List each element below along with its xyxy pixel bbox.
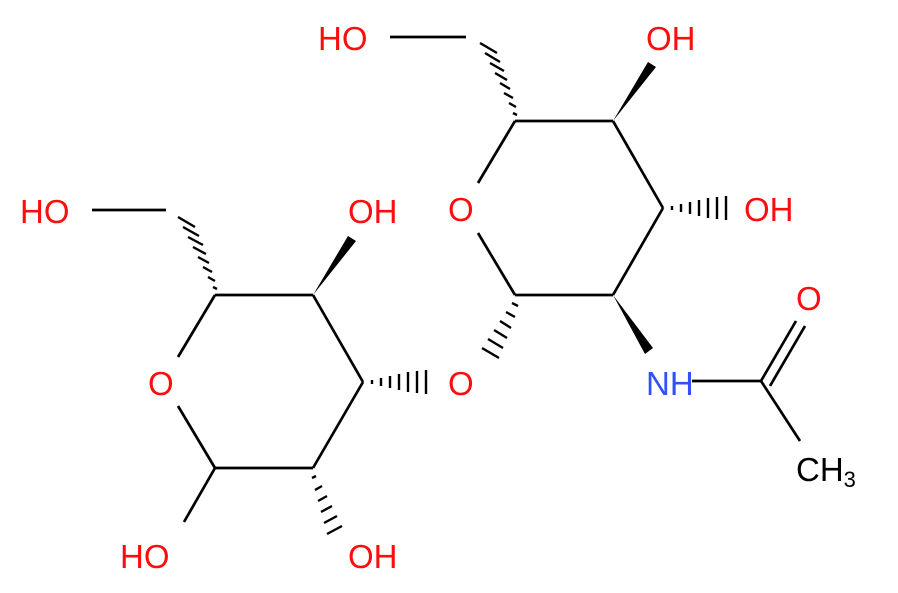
label-ho-anomeric: HO: [120, 538, 170, 575]
bond-ring-right-c4-c3: [611, 120, 665, 209]
label-oh-top-right-ring: OH: [646, 20, 696, 57]
label-ho-left-ring: HO: [20, 193, 70, 230]
hashed-bond-c1-glycosidic-o: [481, 301, 519, 360]
bond-ring-right-c3-c2: [611, 207, 665, 296]
bond-carbonyl-ch3: [759, 380, 802, 442]
bond-ring-right-o-c5: [476, 120, 517, 184]
label-nh: NH: [646, 365, 694, 402]
hashed-bond-c5-c6: [479, 41, 518, 117]
label-ho-top-right-ring: HO: [318, 20, 368, 57]
label-oh-bottom: OH: [348, 538, 398, 575]
label-ch3: CH3: [796, 451, 856, 492]
wedge-bond-left-c4-oh: [313, 236, 356, 295]
bond-anomeric-oh: [182, 467, 217, 523]
wedge-bond-c4-oh: [613, 62, 656, 121]
hashed-bond-left-c5-c6: [177, 215, 218, 291]
bond-ring-left-o-c5: [176, 294, 217, 358]
hashed-bond-left-c3-glycosidic-o: [370, 370, 428, 394]
bond-ring-left-c4-c3: [311, 294, 365, 383]
label-oh-top-left-ring: OH: [348, 193, 398, 230]
label-o-ring-left: O: [148, 365, 174, 402]
label-o-carbonyl: O: [796, 280, 822, 317]
bond-carbonyl-double-a: [759, 320, 798, 382]
bond-ring-left-c3-c2: [311, 381, 365, 469]
label-o-ring-right: O: [448, 191, 474, 228]
hashed-bond-c3-oh: [670, 196, 728, 220]
wedge-bond-c2-nh: [613, 295, 653, 354]
bond-carbonyl-double-b: [768, 325, 807, 387]
label-o-glycosidic: O: [448, 365, 474, 402]
bond-ring-left-c1-o: [176, 405, 217, 469]
hashed-bond-left-c2-oh: [311, 474, 343, 536]
label-oh-c3-right: OH: [744, 191, 794, 228]
bond-ring-right-c1-o: [476, 232, 517, 296]
